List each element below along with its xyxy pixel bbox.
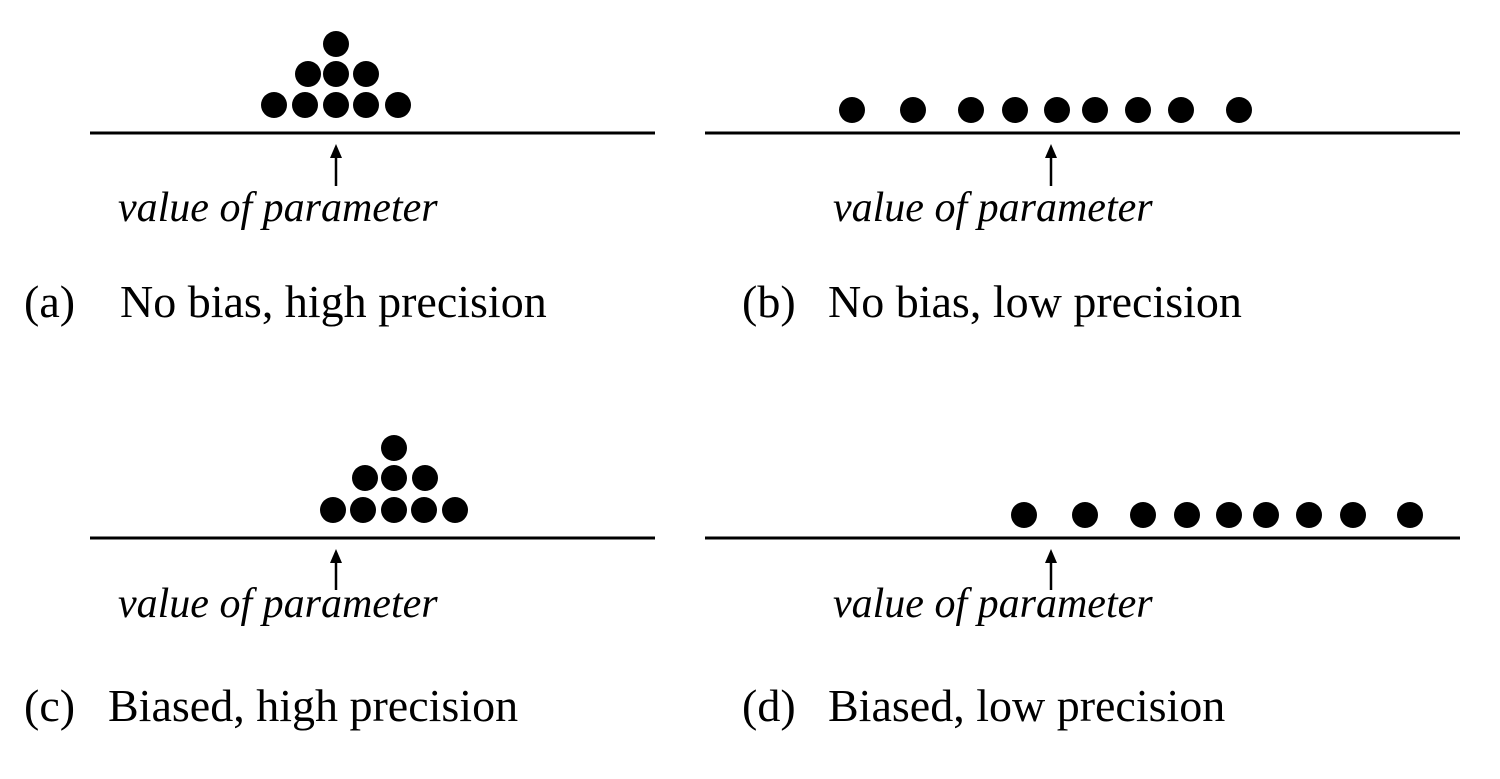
panel-c-estimate-dot xyxy=(381,435,407,461)
panel-d-caption: Biased, low precision xyxy=(828,680,1225,731)
panel-a-estimates xyxy=(261,31,411,118)
panel-a-estimate-dot xyxy=(353,61,379,87)
panel-b-estimate-dot xyxy=(1226,97,1252,123)
panel-a-letter: (a) xyxy=(24,276,75,327)
panel-d-letter: (d) xyxy=(742,680,796,731)
panel-d-estimate-dot xyxy=(1174,502,1200,528)
panel-a-estimate-dot xyxy=(292,92,318,118)
panel-c-estimate-dot xyxy=(320,497,346,523)
panel-c-letter: (c) xyxy=(24,680,75,731)
panel-b-estimate-dot xyxy=(1002,97,1028,123)
panel-a-estimate-dot xyxy=(323,92,349,118)
panel-c: value of parameter (c) Biased, high prec… xyxy=(24,435,655,731)
panel-b-caption: No bias, low precision xyxy=(828,276,1242,327)
panel-c-estimates xyxy=(320,435,468,523)
panel-d-arrow-head xyxy=(1045,549,1057,563)
panel-a-arrow-head xyxy=(330,144,342,158)
panel-d-estimate-dot xyxy=(1130,502,1156,528)
panel-a-caption: No bias, high precision xyxy=(120,276,547,327)
panel-c-estimate-dot xyxy=(352,465,378,491)
panel-b-estimate-dot xyxy=(1125,97,1151,123)
panel-a-estimate-dot xyxy=(323,61,349,87)
panel-a: value of parameter (a) No bias, high pre… xyxy=(24,31,655,327)
panel-a-marker-label: value of parameter xyxy=(118,185,438,231)
panel-d-estimate-dot xyxy=(1072,502,1098,528)
panel-c-estimate-dot xyxy=(442,497,468,523)
panel-a-estimate-dot xyxy=(295,61,321,87)
panel-a-estimate-dot xyxy=(385,92,411,118)
panel-b-estimate-dot xyxy=(1168,97,1194,123)
panel-b-arrow-head xyxy=(1045,144,1057,158)
panel-c-estimate-dot xyxy=(412,465,438,491)
panel-d: value of parameter (d) Biased, low preci… xyxy=(705,502,1460,731)
panel-b-estimate-dot xyxy=(1082,97,1108,123)
panel-c-caption: Biased, high precision xyxy=(108,680,518,731)
panel-c-estimate-dot xyxy=(350,497,376,523)
panel-b-estimate-dot xyxy=(839,97,865,123)
panel-a-estimate-dot xyxy=(261,92,287,118)
panel-b-letter: (b) xyxy=(742,276,796,327)
panel-b: value of parameter (b) No bias, low prec… xyxy=(705,97,1460,327)
panel-b-marker-label: value of parameter xyxy=(833,185,1153,231)
panel-c-marker-label: value of parameter xyxy=(118,581,438,627)
panel-b-estimate-dot xyxy=(900,97,926,123)
panel-d-estimate-dot xyxy=(1397,502,1423,528)
panel-d-estimate-dot xyxy=(1011,502,1037,528)
panel-c-estimate-dot xyxy=(411,497,437,523)
panel-c-estimate-dot xyxy=(381,497,407,523)
panel-d-estimate-dot xyxy=(1296,502,1322,528)
panel-d-estimate-dot xyxy=(1253,502,1279,528)
panel-a-estimate-dot xyxy=(353,92,379,118)
panel-b-estimate-dot xyxy=(1044,97,1070,123)
panel-c-arrow-head xyxy=(330,549,342,563)
panel-d-estimate-dot xyxy=(1340,502,1366,528)
panel-c-estimate-dot xyxy=(381,465,407,491)
panel-d-estimate-dot xyxy=(1216,502,1242,528)
panel-d-estimates xyxy=(1011,502,1423,528)
panel-b-estimate-dot xyxy=(958,97,984,123)
panel-d-marker-label: value of parameter xyxy=(833,581,1153,627)
panel-a-estimate-dot xyxy=(323,31,349,57)
panel-b-estimates xyxy=(839,97,1252,123)
